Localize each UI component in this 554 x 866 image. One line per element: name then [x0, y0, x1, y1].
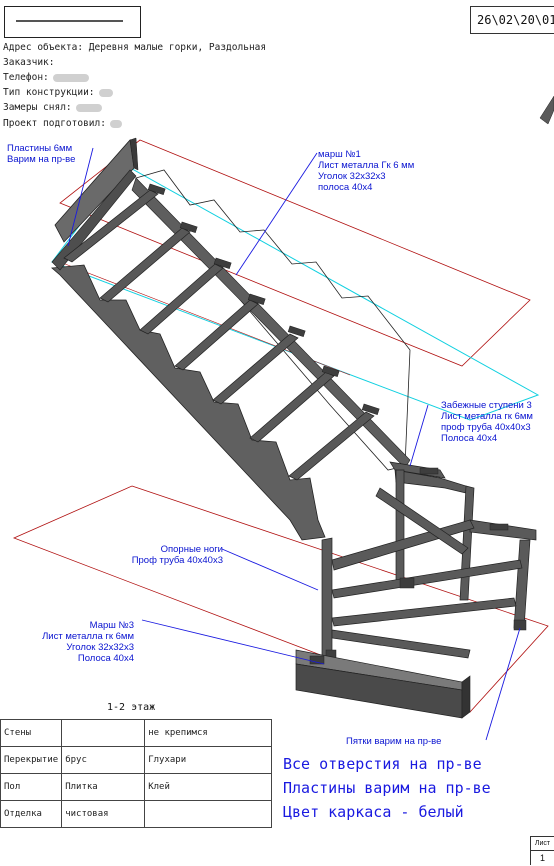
info-customer: Заказчик: [3, 57, 55, 68]
sheet-label: Лист [531, 837, 554, 851]
winder-frame [321, 461, 537, 681]
company-logo [4, 6, 141, 38]
tread-plates [147, 183, 380, 415]
table-row: Стены не крепимся [0, 719, 273, 747]
redacted-mark [52, 73, 89, 82]
callout-march-3: Марш №3 Лист металла гк 6мм Уголок 32x32… [42, 620, 134, 664]
logo-strip [16, 20, 123, 22]
callout-march-1: марш №1 Лист металла Гк 6 мм Уголок 32x3… [318, 149, 415, 193]
info-measured-by: Замеры снял: [3, 102, 102, 113]
treads [63, 189, 375, 481]
redacted-mark [98, 88, 113, 97]
leader-lines [67, 147, 521, 741]
callout-support-legs: Опорные ноги Проф труба 40x40x3 [131, 544, 223, 566]
info-phone: Телефон: [3, 72, 89, 83]
bottom-step-side [461, 675, 471, 719]
floor-plane-upper [59, 139, 531, 367]
info-address: Адрес объекта: Деревня малые горки, Разд… [3, 42, 267, 53]
production-notes: Все отверстия на пр-ве Пластины варим на… [283, 755, 491, 821]
table-row: Перекрытие брус Глухари [0, 746, 273, 774]
beam-fragment [539, 95, 554, 125]
left-stringer [51, 264, 326, 541]
callout-winders: Забежные ступени 3 Лист металла гк 6мм п… [441, 400, 533, 444]
bottom-step-plate [309, 655, 325, 665]
sheet-number-box: Лист 1 [530, 836, 554, 865]
drawing-code: 26\02\20\01 [470, 6, 554, 34]
redacted-mark [75, 103, 102, 112]
sheet-number: 1 [539, 853, 545, 863]
table-row: Пол Плитка Клей [0, 773, 273, 801]
callout-heels: Пятки варим на пр-ве [346, 736, 442, 747]
callout-plates: Пластины 6мм Варим на пр-ве [7, 143, 76, 165]
finish-table-title: 1-2 этаж [107, 702, 156, 713]
floor-plane-cyan [51, 164, 540, 421]
landing-plate-side [129, 137, 139, 171]
finish-table: Стены не крепимся Перекрытие брус Глухар… [0, 719, 273, 828]
info-construction-type: Тип конструкции: [3, 87, 113, 98]
redacted-mark [109, 119, 122, 128]
info-prepared-by: Проект подготовил: [3, 118, 122, 129]
left-stringer-top [51, 169, 137, 271]
table-row: Отделка чистовая [0, 800, 273, 828]
